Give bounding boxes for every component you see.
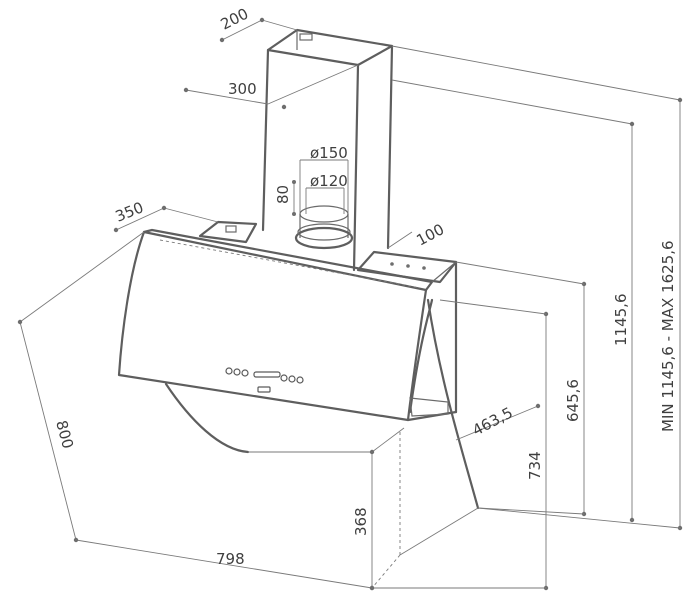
dim-800-dot-b	[73, 537, 79, 543]
control-button-3	[241, 369, 249, 377]
hood-top-seam	[159, 239, 421, 289]
chimney-bracket	[299, 33, 313, 41]
dim-range-dot-a	[677, 97, 683, 103]
dim-100-line	[387, 231, 413, 249]
ext-top-right	[391, 45, 681, 101]
dim-min-dot-a	[629, 121, 635, 127]
dim-proj-dot	[535, 403, 541, 409]
dim-350-line	[115, 207, 165, 231]
dimension-labels: 200 300 350 ø150 ø120 80 100 800 798 463…	[52, 5, 677, 568]
control-button-4	[280, 374, 288, 382]
dimension-lines	[17, 17, 683, 591]
plate-hole-1	[390, 262, 394, 266]
label-hood-height: 800	[52, 418, 77, 450]
dim-80-dot-b	[292, 212, 296, 216]
canopy-right-curve	[426, 298, 480, 510]
collar-base-ellipse	[294, 226, 354, 250]
label-height-min: 1145,6	[612, 294, 630, 347]
dim-200-dot-b	[259, 17, 265, 23]
left-mount-plate	[198, 220, 258, 244]
canopy-left-curve	[164, 382, 250, 454]
label-chimney-width: 300	[228, 80, 257, 98]
control-button-5	[288, 375, 296, 383]
plate-hole-3	[422, 266, 426, 270]
control-button-1	[225, 367, 233, 375]
glass-panel	[117, 230, 428, 422]
dim-projection-line	[455, 405, 539, 441]
dim-80-dot-a	[292, 180, 296, 184]
dim-798-dot	[369, 585, 375, 591]
label-back-plate: 100	[413, 220, 447, 249]
canopy-inner-curve	[408, 298, 434, 414]
ext-top-right-2	[391, 79, 633, 125]
label-canopy-height: 734	[526, 451, 544, 480]
dim-min-dot-b	[629, 517, 635, 523]
dim-200-dot-a	[219, 37, 225, 43]
left-plate-slot	[225, 225, 237, 233]
base-projection	[75, 427, 479, 589]
base-dashed-diagonal	[371, 554, 401, 589]
dim-300-dot-b	[281, 104, 287, 110]
ext-body-bottom	[477, 507, 585, 515]
dim-300-diag	[267, 64, 359, 105]
dim-350-dot-a	[113, 227, 119, 233]
dim-800-dot-a	[17, 319, 23, 325]
chimney-left-edge	[261, 48, 270, 232]
dim-300-dot-a	[183, 87, 189, 93]
plate-hole-2	[406, 264, 410, 268]
dim-350-dot-b	[161, 205, 167, 211]
base-back-right	[371, 427, 405, 453]
label-outlet-outer: ø150	[310, 144, 348, 162]
control-display	[253, 371, 281, 378]
ext-range-bottom	[477, 507, 681, 529]
dim-200-line	[221, 19, 263, 41]
base-front-line	[75, 539, 373, 589]
label-body-height: 645,6	[564, 379, 582, 422]
control-button-2	[233, 368, 241, 376]
chimney-right-edge	[386, 44, 394, 250]
base-right-line	[399, 507, 479, 556]
dim-300-line	[185, 89, 269, 105]
dim-lower-dot-a	[369, 449, 375, 455]
label-outlet-offset: 80	[274, 185, 292, 204]
label-chimney-depth: 200	[218, 5, 252, 34]
dim-200-ext	[261, 19, 298, 31]
collar-top-ellipse	[299, 205, 349, 223]
label-height-range: MIN 1145,6 - MAX 1625,6	[659, 240, 677, 432]
dim-350-ext	[163, 207, 219, 223]
control-indicator	[257, 386, 271, 393]
hood-lower-bracket	[409, 397, 449, 417]
hood-side-top	[431, 261, 457, 283]
label-hood-width: 798	[216, 550, 245, 568]
label-lower-height: 368	[352, 507, 370, 536]
ext-body-top	[455, 261, 585, 285]
control-button-6	[296, 376, 304, 384]
label-hood-depth: 350	[113, 198, 146, 225]
dim-800-line	[19, 321, 77, 541]
chimney-top	[266, 28, 394, 67]
hood-body	[117, 228, 480, 510]
chimney-front-edge	[352, 63, 360, 272]
label-projection: 463,5	[469, 403, 515, 439]
dim-800-ext	[19, 231, 145, 323]
collar-mid-ellipse	[297, 223, 351, 241]
control-panel	[225, 367, 304, 393]
ext-canopy-top	[439, 299, 547, 315]
label-outlet-inner: ø120	[310, 172, 348, 190]
